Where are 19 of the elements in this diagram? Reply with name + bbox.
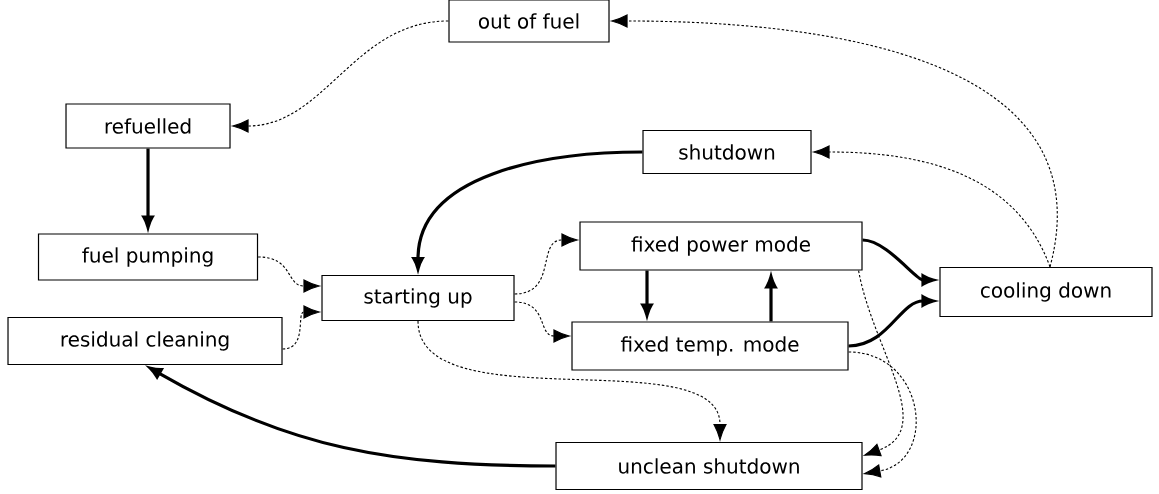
state-box: fixed power mode bbox=[579, 221, 863, 271]
state-box: fuel pumping bbox=[37, 233, 259, 281]
state-box: residual cleaning bbox=[7, 316, 283, 366]
arrow bbox=[257, 256, 320, 293]
arrow bbox=[232, 20, 449, 133]
state-box: fixed temp. mode bbox=[571, 321, 849, 371]
state-box: starting up bbox=[321, 274, 515, 322]
arrow bbox=[417, 320, 727, 441]
arrow bbox=[514, 233, 578, 295]
arrow bbox=[282, 305, 320, 350]
arrow bbox=[514, 301, 570, 343]
arrow bbox=[813, 145, 1051, 268]
arrow bbox=[848, 351, 917, 478]
state-box: shutdown bbox=[642, 129, 812, 175]
state-box: unclean shutdown bbox=[555, 441, 863, 491]
state-box: refuelled bbox=[65, 103, 231, 149]
state-box: cooling down bbox=[939, 266, 1153, 318]
arrow bbox=[611, 14, 1058, 268]
state-box: out of fuel bbox=[448, 0, 610, 43]
